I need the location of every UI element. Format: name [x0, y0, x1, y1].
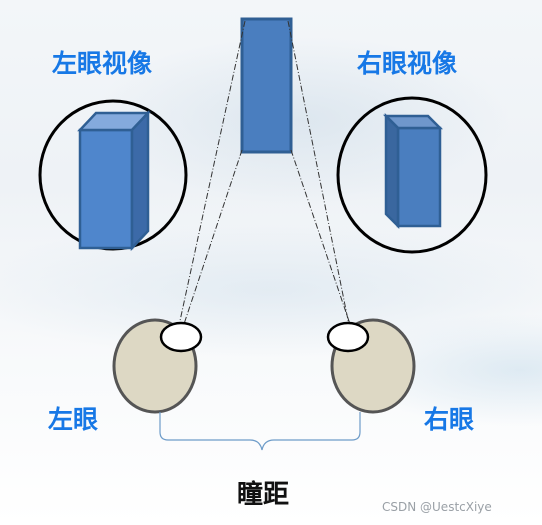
- right-eye-label: 右眼: [424, 405, 475, 434]
- sight-lines: [177, 20, 353, 331]
- object-rect: [240, 17, 293, 154]
- right-view-box: [382, 112, 444, 230]
- right-view-circle: [336, 96, 488, 254]
- right-view-label: 右眼视像: [357, 49, 458, 78]
- left-view-box: [77, 109, 151, 252]
- pupil-distance-label: 瞳距: [237, 480, 290, 510]
- distance-brace: [159, 412, 361, 451]
- left-view-label: 左眼视像: [52, 49, 153, 78]
- right-pupil: [326, 321, 370, 353]
- watermark: CSDN @UestcXiye: [382, 500, 492, 514]
- left-pupil: [159, 321, 203, 353]
- left-eye-label: 左眼: [48, 405, 99, 434]
